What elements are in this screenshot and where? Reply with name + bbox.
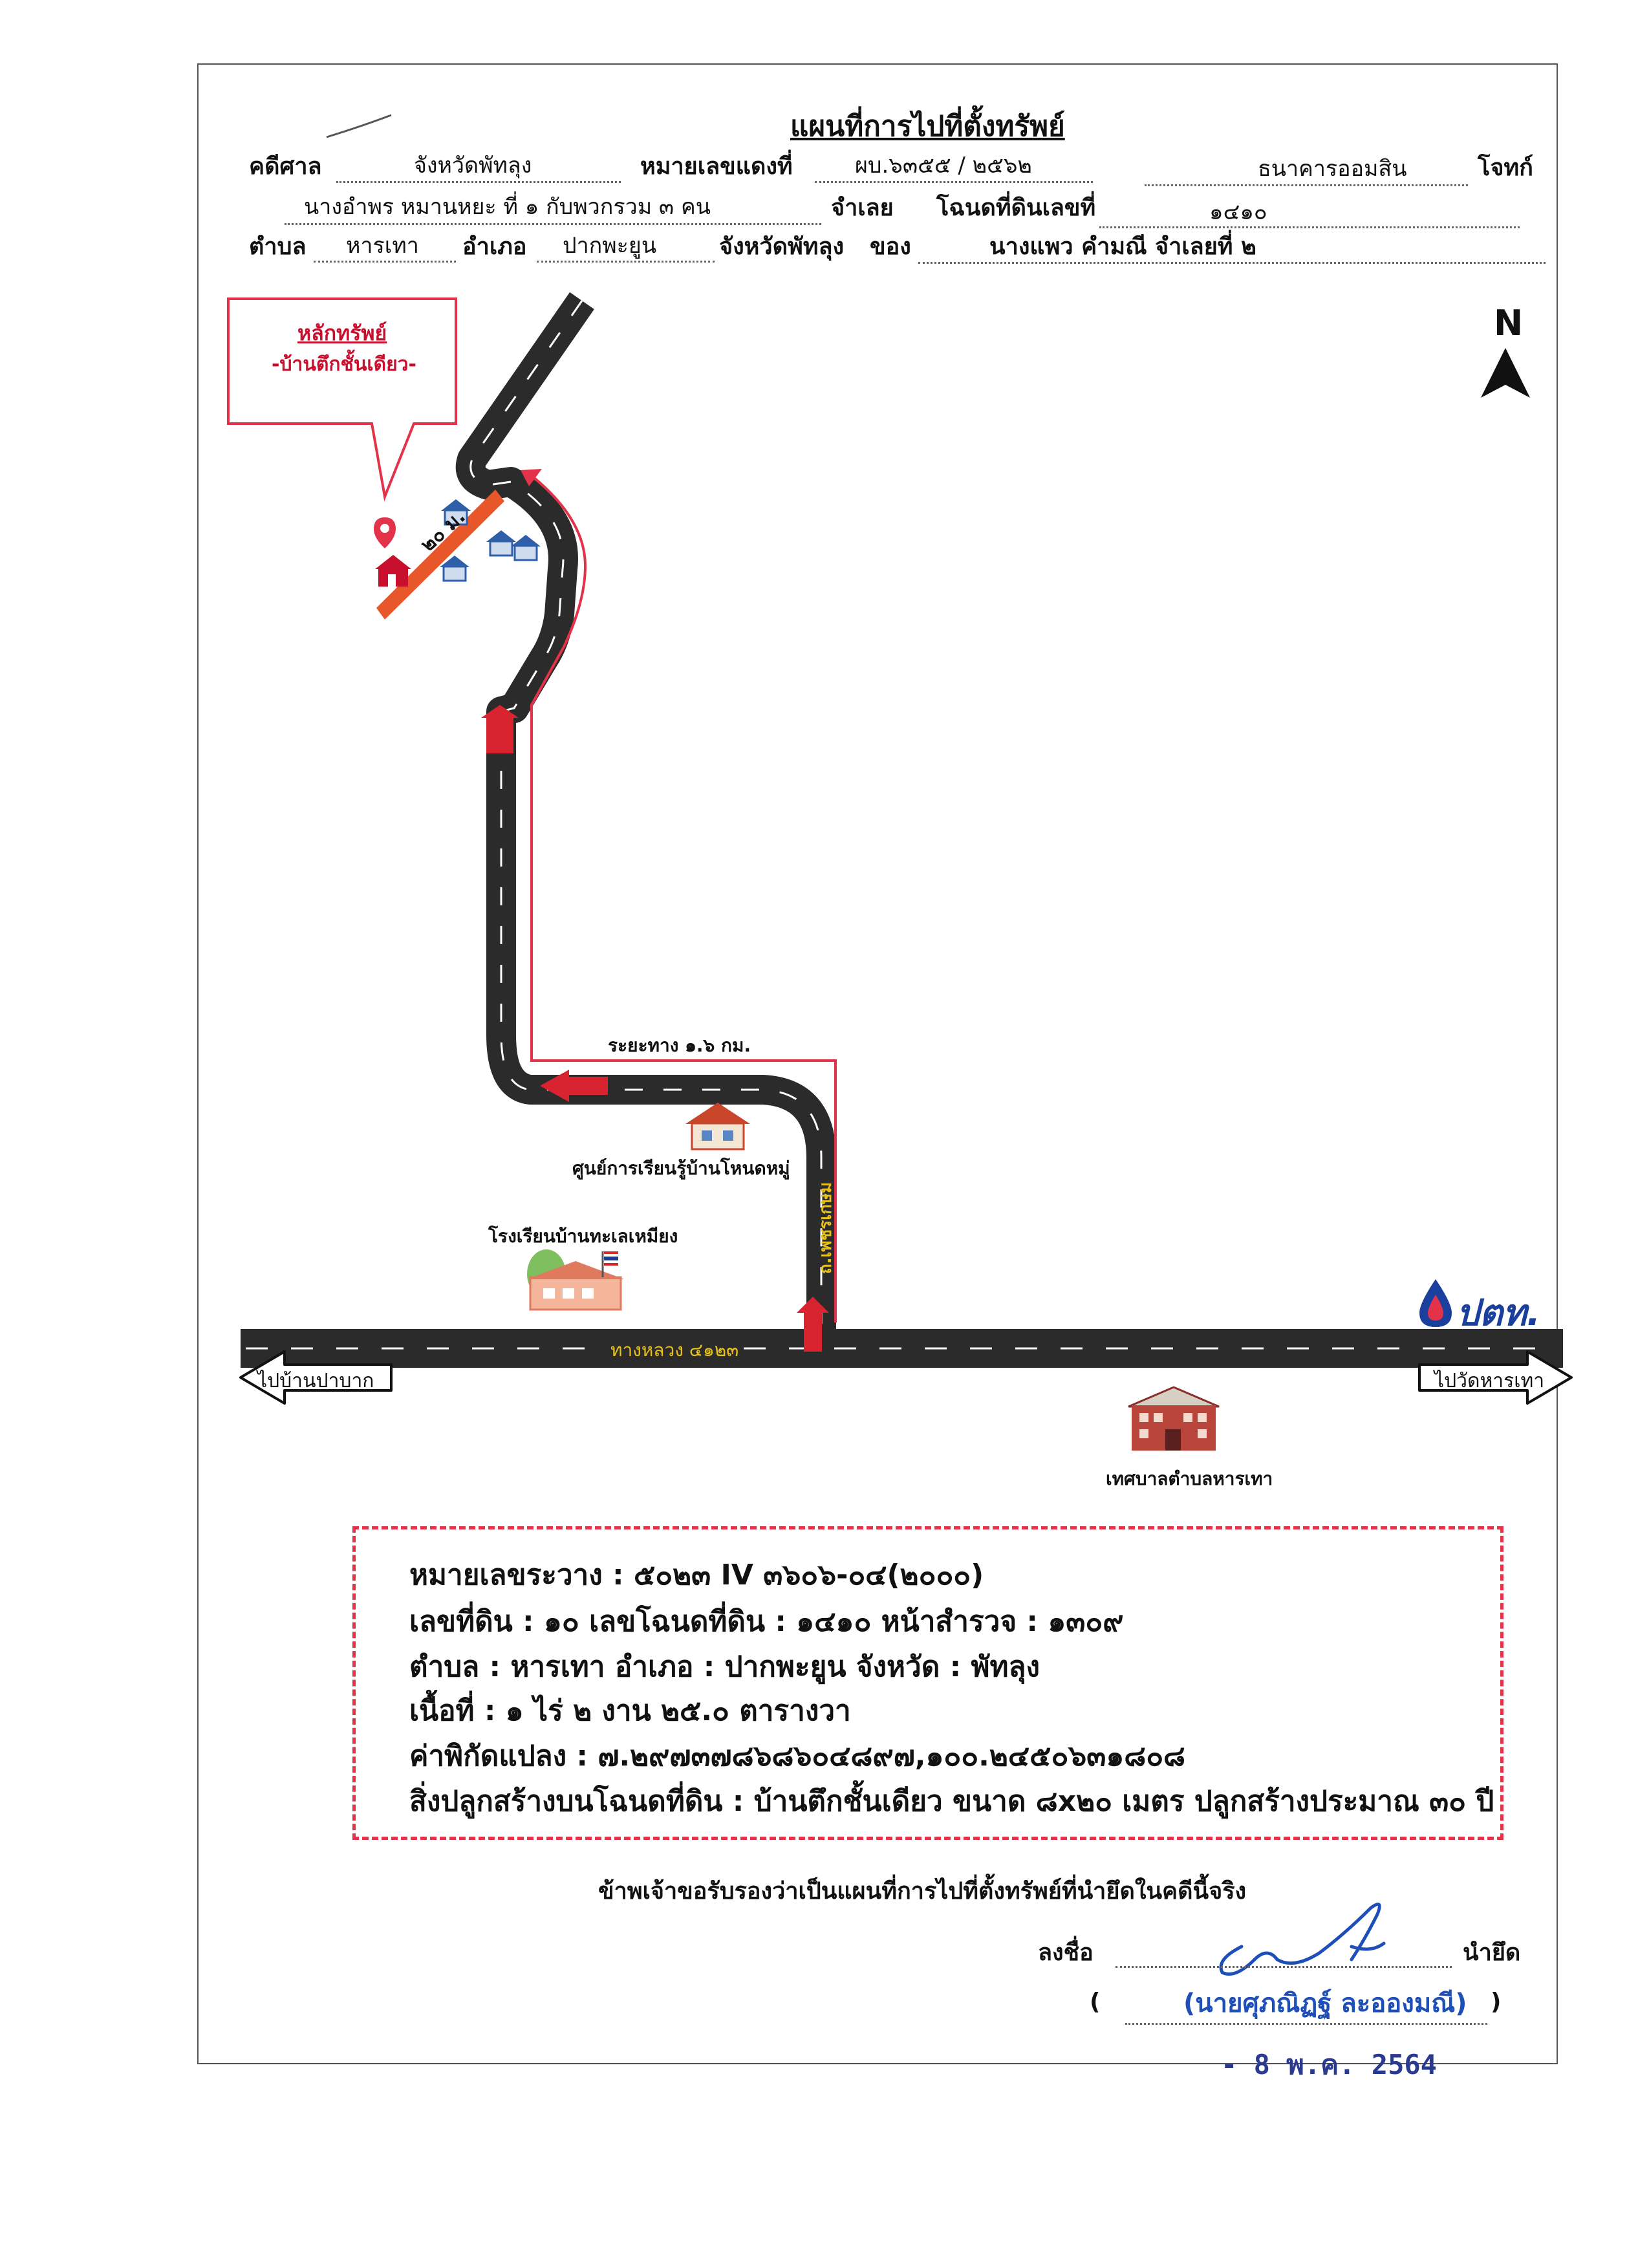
school-icon [527,1249,624,1311]
info-area: เนื้อที่ : ๑ ไร่ ๒ งาน ๒๕.๐ ตารางวา [409,1694,851,1727]
signature-scribble [1219,1902,1386,1976]
north-arrow-icon [1481,348,1530,398]
learning-center-icon [685,1103,750,1150]
defendant-dotline [285,223,821,225]
blue-house-icon-2 [486,530,516,557]
date-stamp: - 8 พ.ค. 2564 [1221,2049,1437,2080]
case-value: ผบ.๖๓๕๕ / ๒๕๖๒ [855,153,1032,178]
subdistrict-dotline [314,261,456,263]
court-value: จังหวัดพัทลุง [414,153,532,178]
district-value: ปากพะยูน [563,233,657,259]
land-info-box: หมายเลขระวาง : ๕๐๒๓ IV ๓๖๐๖-๐๔(๒๐๐๐) เลข… [352,1526,1503,1840]
highway-label: ทางหลวง ๔๑๒๓ [608,1336,742,1365]
subdistrict-value: หารเทา [346,233,419,259]
court-label: คดีศาล [249,153,322,180]
direction-arrow-2 [540,1070,608,1102]
municipality-building-icon [1128,1386,1220,1451]
asset-title: หลักทรัพย์ [297,321,387,345]
deed-value: ๑๔๑๐ [1209,199,1267,225]
municipality-label: เทศบาลตำบลหารเทา [1106,1468,1273,1489]
location-pin-icon [374,517,396,548]
to-right-label: ไปวัดหารเทา [1434,1370,1545,1392]
left-direction-arrow [239,1350,393,1405]
plaintiff-label: โจทก์ [1478,155,1533,181]
property-strip [376,490,504,620]
main-road-centerline [469,300,823,1348]
document-title: แผนที่การไปที่ตั้งทรัพย์ [790,110,1065,143]
defendant-value: นางอำพร หมานหยะ ที่ ๑ กับพวกรวม ๓ คน [304,194,711,220]
case-label: หมายเลขแดงที่ [640,153,793,180]
main-road [455,292,836,1348]
direction-arrow-1 [797,1297,829,1352]
ptt-logo-icon [1419,1279,1452,1327]
court-dotline [336,181,621,183]
to-left-label: ไปบ้านปาบาก [257,1370,374,1392]
asset-subtitle: -บ้านตึกชั้นเดียว- [272,353,416,376]
province-label: จังหวัดพัทลุง [719,233,845,260]
north-label: N [1494,303,1524,343]
sign-label: ลงชื่อ [1038,1939,1094,1966]
info-coordinates: ค่าพิกัดแปลง : ๗.๒๙๗๓๗๘๖๘๖๐๔๘๙๗,๑๐๐.๒๔๕๐… [409,1740,1185,1773]
blue-house-icon-4 [440,556,469,582]
plaintiff-value: ธนาคารออมสิน [1258,156,1407,182]
subdistrict-label: ตำบล [249,233,307,260]
asset-callout-box [227,297,457,502]
certification-text: ข้าพเจ้าขอรับรองว่าเป็นแผนที่การไปที่ตั้… [598,1878,1247,1905]
info-location: ตำบล : หารเทา อำเภอ : ปากพะยูน จังหวัด :… [409,1650,1040,1683]
side-road-label: ถ.เพชรเกษม [816,1182,835,1274]
open-paren: ( [1090,1989,1101,2015]
deed-label: โฉนดที่ดินเลขที่ [936,195,1096,221]
blue-house-icon-1 [441,499,471,526]
info-building: สิ่งปลูกสร้างบนโฉนดที่ดิน : บ้านตึกชั้นเ… [409,1785,1494,1818]
owner-label: ของ [870,233,911,260]
distance-label: ระยะทาง ๑.๖ กม. [608,1035,751,1056]
document-frame [197,63,1558,2064]
name-dotline [1125,2023,1487,2025]
red-house-icon [375,555,411,587]
owner-dotline [918,262,1546,264]
close-paren: ) [1491,1989,1502,2015]
route-arrowhead [521,469,542,486]
right-direction-arrow [1418,1350,1573,1405]
blue-house-icon-3 [511,535,541,561]
info-land-number: เลขที่ดิน : ๑๐ เลขโฉนดที่ดิน : ๑๔๑๐ หน้า… [409,1605,1124,1638]
owner-value: นางแพว คำมณี จำเลยที่ ๒ [989,233,1256,260]
school-label: โรงเรียนบ้านทะเลเหมียง [488,1226,678,1247]
scan-speck [326,114,392,138]
case-dotline [815,181,1093,183]
role-label: นำยึด [1463,1939,1521,1966]
learning-center-label: ศูนย์การเรียนรู้บ้านโหนดหมู่ [572,1158,790,1179]
district-label: อำเภอ [462,233,527,260]
info-map-sheet: หมายเลขระวาง : ๕๐๒๓ IV ๓๖๐๖-๐๔(๒๐๐๐) [409,1559,984,1592]
signer-name: (นายศุภณิฏฐ์ ละอองมณี) [1183,1989,1467,2018]
plaintiff-dotline [1145,184,1468,186]
defendant-label: จำเลย [831,195,894,221]
ptt-logo-text: ปตท. [1456,1292,1541,1334]
direction-arrow-3 [481,705,519,753]
sign-dotline [1116,1966,1452,1968]
route-line [526,471,837,1323]
district-dotline [537,261,715,263]
deed-dotline [1099,226,1520,228]
